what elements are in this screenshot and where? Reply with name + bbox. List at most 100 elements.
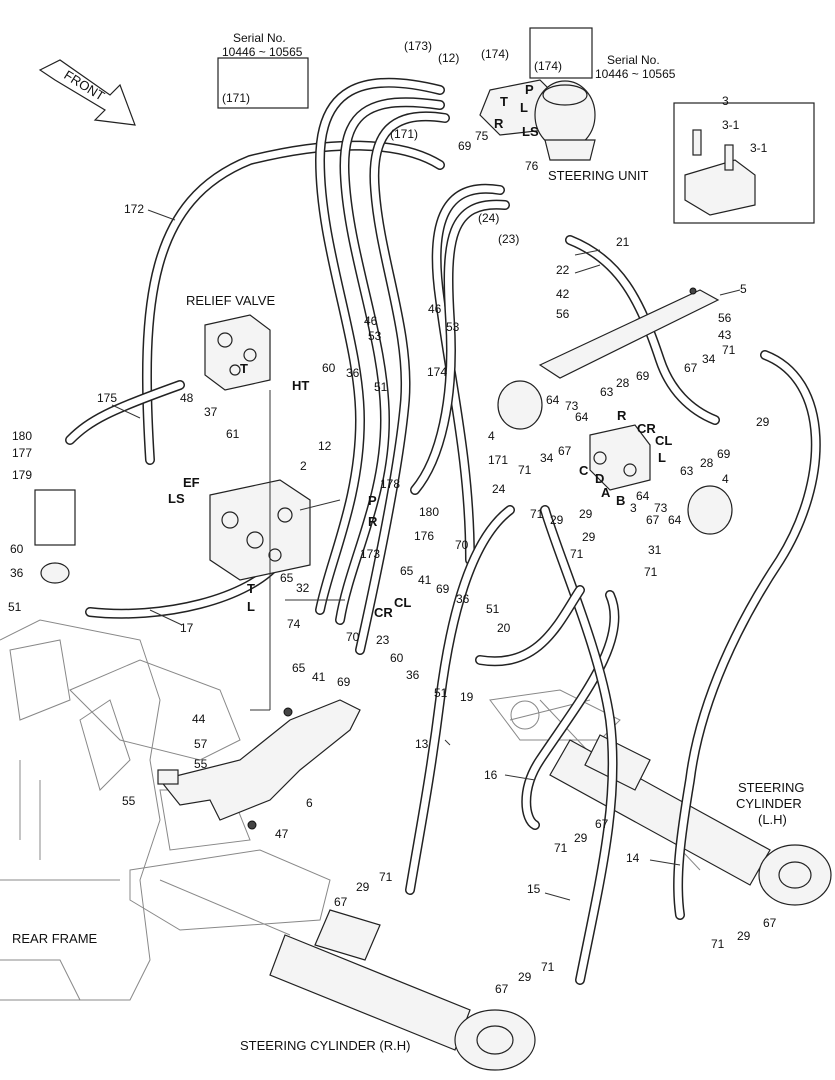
port-CR-low: CR — [374, 605, 393, 620]
callout-16: 16 — [484, 768, 498, 782]
label-rear-frame: REAR FRAME — [12, 931, 98, 946]
callout-20: 20 — [497, 621, 511, 635]
steering-cylinder-rh-shape — [159, 879, 536, 1071]
callout-36a: 36 — [346, 366, 360, 380]
callout-51b: 51 — [8, 600, 22, 614]
callout-46b: 46 — [428, 302, 442, 316]
callout-24b: 24 — [492, 482, 506, 496]
callout-15: 15 — [527, 882, 541, 896]
port-HT: HT — [292, 378, 309, 393]
callout-41a: 41 — [418, 573, 432, 587]
callout-71g: 71 — [379, 870, 393, 884]
callout-171-mid: (171) — [390, 127, 418, 141]
callout-171b: 171 — [488, 453, 508, 467]
port-CR-block: CR — [637, 421, 656, 436]
callout-48: 48 — [180, 391, 194, 405]
callout-57: 57 — [194, 737, 208, 751]
callout-180a: 180 — [12, 429, 32, 443]
callout-178: 178 — [380, 477, 400, 491]
port-L-low: L — [247, 599, 255, 614]
port-R-top: R — [494, 116, 504, 131]
callout-23: (23) — [498, 232, 519, 246]
serial-left-line1: Serial No. — [233, 31, 286, 45]
serial-right-ref: (174) — [534, 59, 562, 73]
callout-180b: 180 — [419, 505, 439, 519]
callout-28b: 28 — [700, 456, 714, 470]
callout-71a: 71 — [722, 343, 736, 357]
callout-4a: 4 — [488, 429, 495, 443]
mounting-bar-5 — [538, 287, 720, 379]
port-P-top: P — [525, 82, 534, 97]
port-T-top: T — [500, 94, 508, 109]
callout-60b: 60 — [10, 542, 24, 556]
callout-51c: 51 — [486, 602, 500, 616]
callout-76: 76 — [525, 159, 539, 173]
port-EF: EF — [183, 475, 200, 490]
callout-13: 13 — [415, 737, 429, 751]
callout-65c: 65 — [292, 661, 306, 675]
main-valve-block — [209, 479, 311, 581]
callout-3-1b: 3-1 — [750, 141, 768, 155]
callout-3: 3 — [722, 94, 729, 108]
callout-71b: 71 — [518, 463, 532, 477]
callout-70a: 70 — [455, 538, 469, 552]
callout-29c2: 29 — [582, 530, 596, 544]
label-steering-cylinder-rh: STEERING CYLINDER (R.H) — [240, 1038, 410, 1053]
port-L-block: L — [658, 450, 666, 465]
callout-67b: 67 — [558, 444, 572, 458]
callout-47: 47 — [275, 827, 289, 841]
callout-69b: 69 — [436, 582, 450, 596]
port-C-block: C — [579, 463, 589, 478]
label-steering-unit: STEERING UNIT — [548, 168, 648, 183]
callout-65a: 65 — [400, 564, 414, 578]
callout-71c: 71 — [530, 507, 544, 521]
callout-176: 176 — [414, 529, 434, 543]
callout-29d: 29 — [574, 831, 588, 845]
callout-64c: 64 — [636, 489, 650, 503]
port-D-block: D — [595, 471, 604, 486]
callout-67f: 67 — [763, 916, 777, 930]
callout-12-top: (12) — [438, 51, 459, 65]
callout-19: 19 — [460, 690, 474, 704]
callout-173b: 173 — [360, 547, 380, 561]
left-clamp — [40, 562, 70, 584]
left-plate — [34, 489, 76, 546]
callout-67d: 67 — [595, 817, 609, 831]
port-T-relief: T — [240, 361, 248, 376]
accumulator-left — [497, 380, 543, 430]
callout-64b: 64 — [575, 410, 589, 424]
callout-17: 17 — [180, 621, 194, 635]
callout-29f: 29 — [737, 929, 751, 943]
distribution-block — [589, 424, 651, 491]
leader-lines — [111, 209, 741, 901]
callout-64d: 64 — [668, 513, 682, 527]
callout-3b: 3 — [630, 501, 637, 515]
callout-179: 179 — [12, 468, 32, 482]
callout-31: 31 — [648, 543, 662, 557]
callout-6: 6 — [306, 796, 313, 810]
label-relief-valve: RELIEF VALVE — [186, 293, 275, 308]
callout-174: (174) — [481, 47, 509, 61]
callout-55a: 55 — [194, 757, 208, 771]
front-arrow — [38, 59, 136, 126]
callout-60c: 60 — [390, 651, 404, 665]
callout-71h: 71 — [711, 937, 725, 951]
port-P-mid: P — [368, 493, 377, 508]
callout-56b: 56 — [718, 311, 732, 325]
port-CL-low: CL — [394, 595, 411, 610]
callout-53a: 53 — [368, 329, 382, 343]
port-LS-top: LS — [522, 124, 539, 139]
serial-right-line1: Serial No. — [607, 53, 660, 67]
callout-29a: 29 — [756, 415, 770, 429]
callout-44: 44 — [192, 712, 206, 726]
port-T-low: T — [247, 581, 255, 596]
label-steering-cylinder-lh-2: CYLINDER — [736, 796, 802, 811]
port-R-block: R — [617, 408, 627, 423]
callout-67g: 67 — [495, 982, 509, 996]
callout-21: 21 — [616, 235, 630, 249]
callout-12b: 12 — [318, 439, 332, 453]
callout-4b: 4 — [722, 472, 729, 486]
callout-73a: 73 — [565, 399, 579, 413]
callout-41b: 41 — [312, 670, 326, 684]
